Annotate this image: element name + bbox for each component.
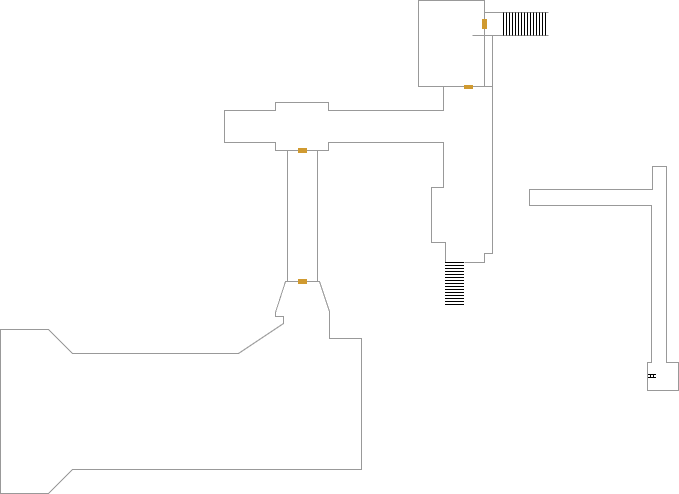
door[interactable] xyxy=(298,279,307,284)
east-corridor-wall xyxy=(529,166,679,391)
ladder-icon[interactable] xyxy=(648,374,656,378)
stairs-east[interactable] xyxy=(503,12,546,36)
east-passage-wall xyxy=(464,35,493,263)
door[interactable] xyxy=(464,85,473,89)
south-cavern-wall xyxy=(0,281,362,494)
stairs-south[interactable] xyxy=(445,262,464,305)
top-room-wall xyxy=(418,0,549,87)
door[interactable] xyxy=(298,148,307,153)
main-hall-wall-top xyxy=(224,86,444,151)
door[interactable] xyxy=(482,19,487,29)
main-hall-wall-bottom xyxy=(317,142,446,263)
